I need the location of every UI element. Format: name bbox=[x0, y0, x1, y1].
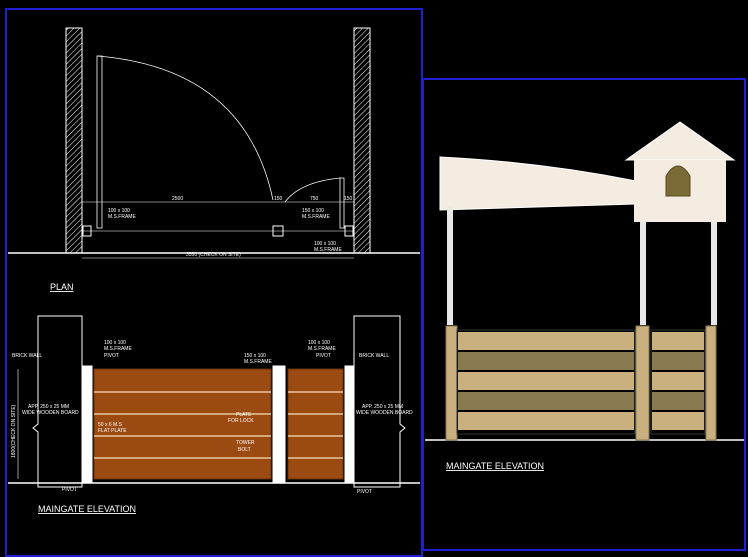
elev-side-height: 1800(CHECK ON SITE) bbox=[11, 404, 17, 458]
plan-dim-right: 750 bbox=[310, 196, 319, 202]
plan-frame-mid-1: 150 x 100 bbox=[302, 208, 324, 214]
plan-dim-far: 150 bbox=[344, 196, 353, 202]
elev-board-left-1: APP. 250 x 25 MM bbox=[28, 404, 69, 410]
elev-board-right-2: WIDE WOODEN BOARD bbox=[356, 410, 413, 416]
elev-frame-mid-1: 150 x 100 bbox=[244, 353, 266, 359]
plan-dim-left: 2500 bbox=[172, 196, 183, 202]
elev-pivot-bl: PIVOT bbox=[62, 487, 77, 493]
plan-dim-total: 3550 (CHECK ON SITE) bbox=[186, 252, 241, 258]
front-elevation bbox=[8, 315, 420, 488]
plan-view bbox=[8, 27, 420, 259]
right-sheet-border bbox=[422, 78, 746, 551]
elev-brick-left: BRICK WALL bbox=[12, 353, 42, 359]
elev-frame-right-1: 100 x 100 bbox=[308, 340, 330, 346]
plan-frame-left-2: M.S.FRAME bbox=[108, 214, 136, 220]
render-elevation bbox=[425, 121, 744, 441]
elev-lock-2: FOR LOCK bbox=[228, 418, 254, 424]
elev-plate-2: FLAT PLATE bbox=[98, 428, 127, 434]
plan-title: PLAN bbox=[50, 282, 74, 292]
plan-frame-right-1: 100 x 100 bbox=[314, 241, 336, 247]
elev-pivot-tl: PIVOT bbox=[104, 353, 119, 359]
elev-plate-1: 50 x 6 M.S bbox=[98, 422, 123, 428]
elev-frame-right-2: M.S.FRAME bbox=[308, 346, 336, 352]
elev-bolt-1: TOWER bbox=[236, 440, 255, 446]
plan-frame-right-2: M.S.FRAME bbox=[314, 247, 342, 253]
elev-frame-mid-2: M.S.FRAME bbox=[244, 359, 272, 365]
elev-frame-left-1: 100 x 100 bbox=[104, 340, 126, 346]
elev-lock-1: PLATE bbox=[236, 412, 252, 418]
render-title: MAINGATE ELEVATION bbox=[446, 461, 544, 471]
plan-dim-mid: 150 bbox=[274, 196, 283, 202]
elev-board-left-2: WIDE WOODEN BOARD bbox=[22, 410, 79, 416]
plan-frame-left-1: 100 x 100 bbox=[108, 208, 130, 214]
elev-bolt-2: BOLT bbox=[238, 447, 251, 453]
elev-pivot-tr: PIVOT bbox=[316, 353, 331, 359]
elev-board-right-1: APP. 250 x 25 MM bbox=[362, 404, 403, 410]
plan-frame-mid-2: M.S.FRAME bbox=[302, 214, 330, 220]
elev-brick-right: BRICK WALL bbox=[359, 353, 389, 359]
elev-pivot-br: PIVOT bbox=[357, 489, 372, 495]
elev-frame-left-2: M.S.FRAME bbox=[104, 346, 132, 352]
elev-title: MAINGATE ELEVATION bbox=[38, 504, 136, 514]
